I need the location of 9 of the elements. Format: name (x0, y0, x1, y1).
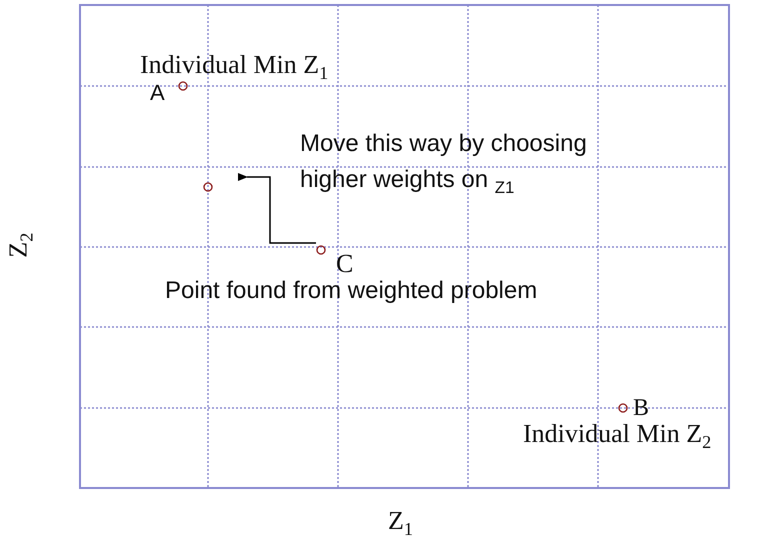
point-label: B (633, 396, 650, 420)
axis-label: Z$_{1}$ (388, 508, 413, 538)
point-label: C (336, 251, 354, 277)
point-label: Individual Min Z$_{1}$ (140, 52, 328, 82)
annotation-text: higher weights on $_{Z1}$ (300, 168, 514, 197)
annotation-text: Move this way by choosing (300, 132, 587, 156)
point-label: A (150, 82, 165, 104)
point-label: Individual Min Z$_{2}$ (523, 421, 712, 452)
annotation-text: Point found from weighted problem (165, 279, 538, 303)
